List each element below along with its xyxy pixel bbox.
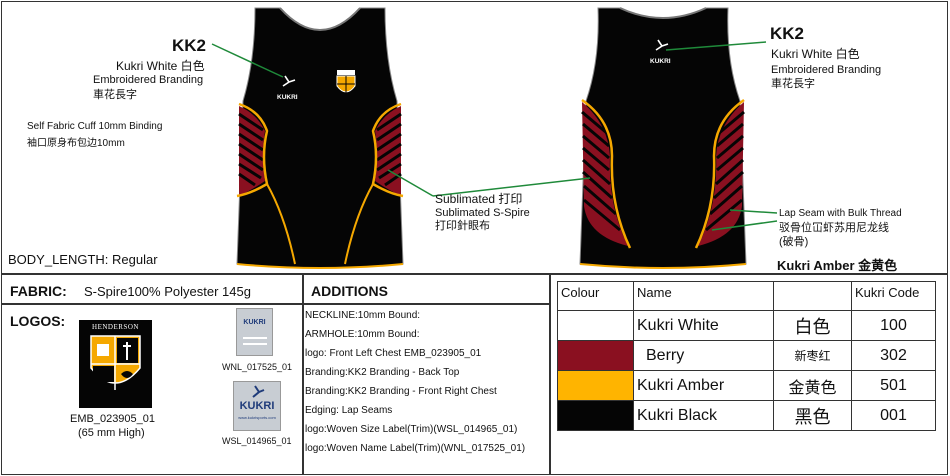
logos-label: LOGOS:: [10, 313, 66, 329]
sublimated-cn: 打印針眼布: [435, 220, 490, 232]
lap-seam-cn2: (破骨): [779, 236, 809, 248]
front-right-long-seam: [344, 183, 374, 265]
crest-title: HENDERSON: [92, 323, 139, 331]
front-neckline: [279, 7, 361, 31]
back-left-seam: [581, 98, 632, 249]
colour-code: 001: [851, 400, 936, 431]
cuff-note: Self Fabric Cuff 10mm Binding: [27, 121, 163, 132]
colour-code: 302: [851, 340, 936, 371]
addition-item: logo:Woven Size Label(Trim)(WSL_014965_0…: [305, 424, 518, 435]
colour-code: 100: [851, 310, 936, 341]
lap-seam-note: Lap Seam with Bulk Thread: [779, 208, 902, 219]
addition-item: Edging: Lap Seams: [305, 405, 393, 416]
front-branding-cn: 車花長字: [93, 89, 137, 101]
woven1-brand: KUKRI: [243, 319, 266, 326]
front-kukri-wordmark: KUKRI: [277, 94, 298, 101]
woven-name-label: KUKRI: [236, 308, 273, 356]
woven1-code: WNL_017525_01: [222, 362, 293, 372]
front-crest: [336, 70, 356, 93]
colour-row: Kukri Amber 金黄色 501: [557, 370, 936, 401]
front-left-long-seam: [266, 183, 296, 265]
woven-size-label: KUKRI www.kukrisports.com: [233, 381, 281, 431]
addition-item: ARMHOLE:10mm Bound:: [305, 329, 420, 340]
cuff-note-cn: 袖口原身布包边10mm: [27, 138, 125, 149]
sublimated-label: Sublimated 打印: [435, 192, 523, 206]
colour-table: Colour Name Kukri Code Kukri White 白色 10…: [557, 281, 936, 431]
woven2-url: www.kukrisports.com: [238, 415, 276, 420]
addition-item: NECKLINE:10mm Bound:: [305, 310, 421, 321]
colour-row: Kukri Black 黑色 001: [557, 400, 936, 431]
front-colour: Kukri White 白色: [116, 59, 205, 73]
crest-shield-icon: [90, 335, 141, 390]
back-branding: Embroidered Branding: [771, 64, 882, 76]
cn-header: [773, 281, 852, 311]
leader-lines: [211, 41, 778, 231]
fabric-label: FABRIC:: [10, 283, 67, 299]
colour-name-cn: 白色: [773, 310, 852, 341]
woven2-brand: KUKRI: [239, 400, 275, 412]
addition-item: Branding:KK2 Branding - Front Right Ches…: [305, 386, 497, 397]
front-branding: Embroidered Branding: [93, 74, 204, 86]
back-kukri-wordmark: KUKRI: [650, 58, 671, 65]
additions-label: ADDITIONS: [311, 283, 388, 299]
addition-item: Branding:KK2 Branding - Back Top: [305, 367, 460, 378]
colour-name-cn: 新枣红: [773, 340, 852, 371]
front-hem: [236, 263, 404, 269]
divider-left: [302, 274, 304, 475]
colour-swatch: [557, 340, 634, 371]
kukri-icon: [252, 385, 265, 398]
code-header: Kukri Code: [851, 281, 936, 311]
back-branding-cn: 車花長字: [771, 78, 815, 90]
colour-row: Berry 新枣红 302: [557, 340, 936, 371]
back-hem: [579, 263, 747, 269]
sublimated-fabric: Sublimated S-Spire: [435, 207, 530, 219]
divider-mid: [549, 274, 551, 475]
colour-header: Colour: [557, 281, 634, 311]
colour-code: 501: [851, 370, 936, 401]
back-singlet-drawing: KUKRI: [579, 7, 747, 269]
name-header: Name: [633, 281, 774, 311]
back-right-seam: [694, 98, 745, 249]
colour-name: Kukri Amber: [633, 370, 774, 401]
front-kukri-logo: [282, 75, 296, 87]
colour-row: Kukri White 白色 100: [557, 310, 936, 341]
front-left-seam: [236, 102, 269, 198]
colour-name: Kukri Black: [633, 400, 774, 431]
addition-item: logo: Front Left Chest EMB_023905_01: [305, 348, 482, 359]
crest-logo: HENDERSON: [79, 320, 152, 408]
colour-name-cn: 金黄色: [773, 370, 852, 401]
back-code: KK2: [770, 24, 805, 43]
colour-swatch: [557, 400, 634, 431]
colour-swatch: [557, 310, 634, 341]
colour-swatch: [557, 370, 634, 401]
front-right-seam: [371, 102, 404, 198]
addition-item: logo:Woven Name Label(Trim)(WNL_017525_0…: [305, 443, 526, 454]
back-neckline: [619, 7, 707, 19]
lap-seam-cn: 驳骨位冚虾苏用尼龙线: [779, 222, 889, 234]
front-code: KK2: [172, 36, 207, 55]
colour-name: Kukri White: [633, 310, 774, 341]
woven2-code: WSL_014965_01: [222, 436, 292, 446]
fabric-value: S-Spire100% Polyester 145g: [84, 284, 251, 299]
back-colour: Kukri White 白色: [771, 47, 860, 61]
back-left-panel: [582, 102, 628, 246]
colour-table-header: Colour Name Kukri Code: [557, 281, 936, 311]
divider-fabric: [1, 303, 303, 305]
crest-size: (65 mm High): [78, 427, 145, 439]
divider-top: [1, 273, 948, 275]
body-length: BODY_LENGTH: Regular: [8, 252, 158, 267]
back-kukri-logo: [655, 39, 669, 51]
colour-name: Berry: [633, 340, 774, 371]
edge-colour: Kukri Amber 金黄色: [777, 258, 898, 273]
divider-additions: [302, 303, 550, 305]
crest-code: EMB_023905_01: [70, 413, 156, 425]
colour-name-cn: 黑色: [773, 400, 852, 431]
